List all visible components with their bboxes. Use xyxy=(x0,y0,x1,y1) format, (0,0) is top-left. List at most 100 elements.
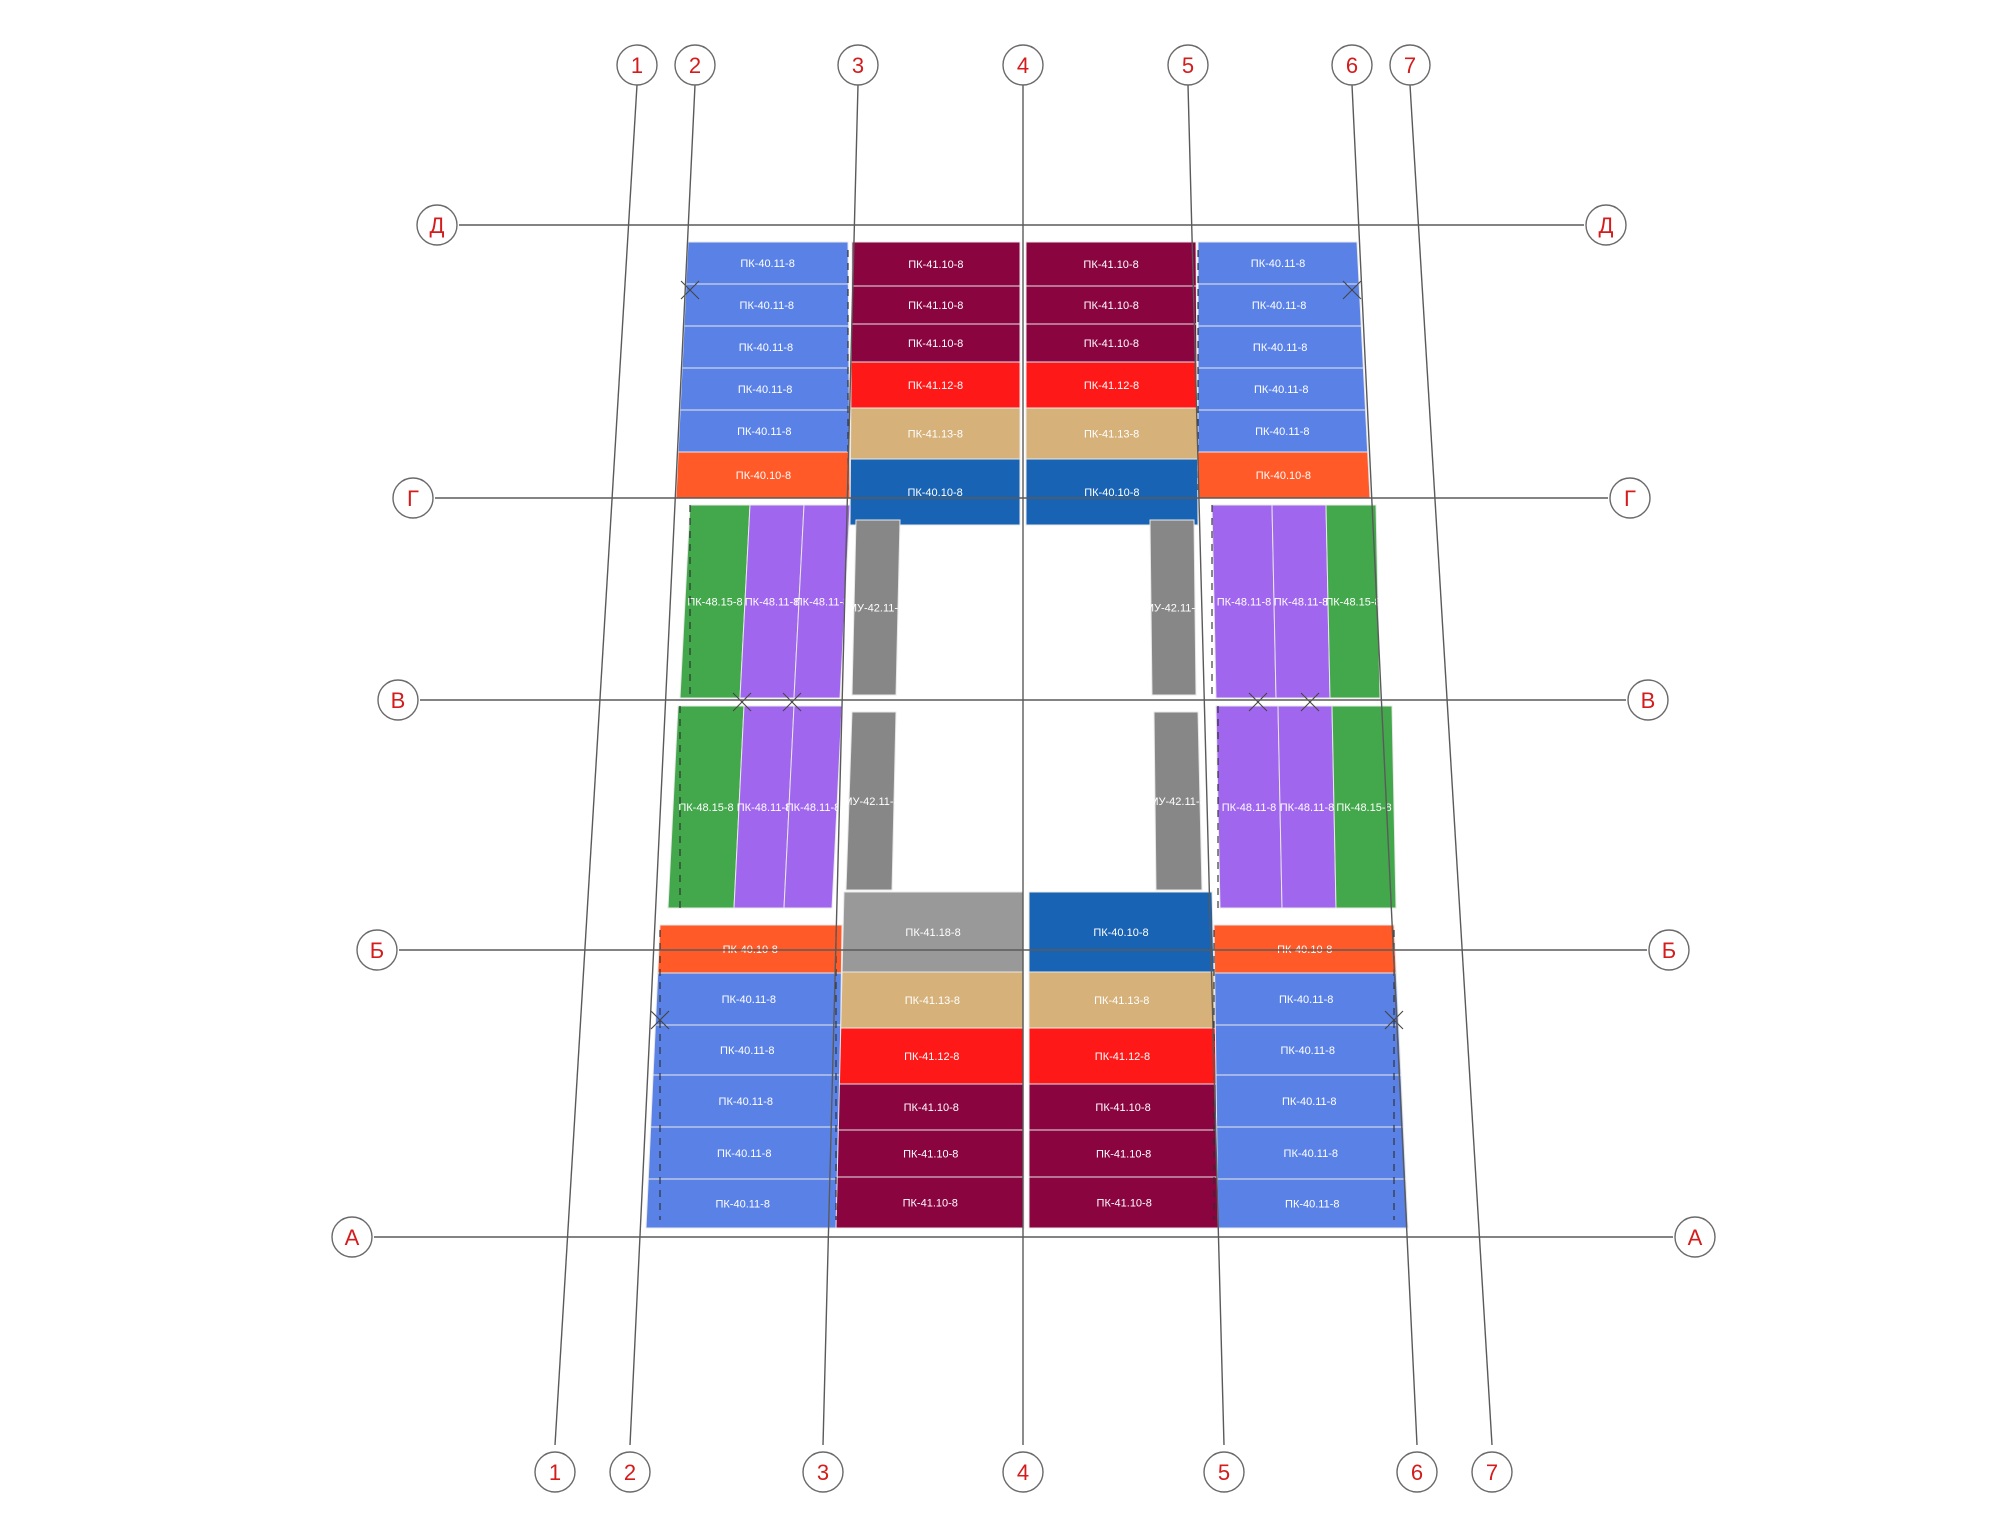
axis-bubble xyxy=(1471,1451,1513,1493)
slab-label: ПК-41.10-8 xyxy=(908,300,963,312)
slab-label: ПК-41.13-8 xyxy=(1094,995,1149,1007)
slab-label: ПК-48.11-8 xyxy=(1280,802,1334,814)
slab-label: ПК-41.10-8 xyxy=(1096,1149,1151,1161)
axis-label: Д xyxy=(430,213,445,238)
axis-label: 6 xyxy=(1346,53,1358,78)
slab-label: ПК-40.11-8 xyxy=(1253,342,1307,354)
slab-label: ПК-40.11-8 xyxy=(1255,426,1309,438)
axis-label: 2 xyxy=(689,53,701,78)
axis-bubble xyxy=(377,679,419,721)
axis-bubble xyxy=(609,1451,651,1493)
axis-label: А xyxy=(1688,1225,1703,1250)
axis-bubble xyxy=(356,929,398,971)
axis-bubble xyxy=(616,44,658,86)
slab-label: ПК-40.11-8 xyxy=(720,1045,774,1057)
slab-label: ПК-40.10-8 xyxy=(1093,927,1148,939)
slab-label: ПК-40.11-8 xyxy=(1282,1096,1336,1108)
beam-label: МУ-42.11-8 xyxy=(1145,603,1201,615)
slab-label: ПК-40.11-8 xyxy=(1252,300,1306,312)
slab-label: ПК-40.10-8 xyxy=(1256,470,1311,482)
axis-label: 5 xyxy=(1218,1460,1230,1485)
axis-label: 6 xyxy=(1411,1460,1423,1485)
slab-label: ПК-48.11-8 xyxy=(795,597,849,609)
slab-label: ПК-41.10-8 xyxy=(1097,1198,1152,1210)
beam-label: МУ-42.11-8 xyxy=(843,796,899,808)
cross-mark xyxy=(680,280,700,300)
axis-label: Г xyxy=(407,486,419,511)
beam-label: МУ-42.11-8 xyxy=(1149,796,1205,808)
axis-label: В xyxy=(1641,688,1656,713)
slab-label: ПК-41.18-8 xyxy=(905,927,960,939)
slab-panel xyxy=(1025,458,1199,526)
slab-label: ПК-41.10-8 xyxy=(903,1149,958,1161)
axis-label: 7 xyxy=(1404,53,1416,78)
axis-bubble xyxy=(392,477,434,519)
cross-mark xyxy=(1342,280,1362,300)
axis-bubble xyxy=(1627,679,1669,721)
slab-label: ПК-40.11-8 xyxy=(1280,1045,1334,1057)
axis-bubble xyxy=(837,44,879,86)
slab-layer: ПК-40.11-8ПК-40.11-8ПК-40.11-8ПК-40.11-8… xyxy=(645,241,1409,1229)
cross-mark xyxy=(732,692,752,712)
grid-axis-vertical xyxy=(629,84,696,1446)
axis-bubble xyxy=(1002,1451,1044,1493)
axis-bubble xyxy=(1674,1216,1716,1258)
grid-axis-vertical xyxy=(822,84,859,1446)
cross-mark xyxy=(782,692,802,712)
cross-mark xyxy=(1300,692,1320,712)
slab-label: ПК-40.11-8 xyxy=(717,1148,771,1160)
slab-label: ПК-41.13-8 xyxy=(908,429,963,441)
slab-label: ПК-48.11-8 xyxy=(1217,597,1271,609)
slab-label: ПК-41.10-8 xyxy=(1083,259,1138,271)
axis-bubble xyxy=(1389,44,1431,86)
grid-axis-vertical xyxy=(554,84,638,1446)
axis-label: 4 xyxy=(1017,53,1029,78)
slab-label: ПК-40.11-8 xyxy=(722,994,776,1006)
slab-label: ПК-40.11-8 xyxy=(737,426,791,438)
slab-label: ПК-48.11-8 xyxy=(1274,597,1328,609)
slab-label: ПК-41.10-8 xyxy=(1095,1102,1150,1114)
slab-label: ПК-48.11-8 xyxy=(786,802,840,814)
beam-panel xyxy=(845,711,897,891)
beam-panel xyxy=(1149,519,1197,696)
axis-label: 7 xyxy=(1486,1460,1498,1485)
slab-label: ПК-40.10-8 xyxy=(1084,487,1139,499)
axis-label: 1 xyxy=(549,1460,561,1485)
slab-label: ПК-40.10-8 xyxy=(736,470,791,482)
slab-label: ПК-41.12-8 xyxy=(904,1051,959,1063)
axis-bubble xyxy=(1167,44,1209,86)
slab-label: ПК-40.11-8 xyxy=(740,258,794,270)
slab-label: ПК-48.11-8 xyxy=(1222,802,1276,814)
axis-bubble xyxy=(416,204,458,246)
slab-label: ПК-40.11-8 xyxy=(1285,1199,1339,1211)
slab-label: ПК-40.11-8 xyxy=(739,342,793,354)
axis-bubble xyxy=(674,44,716,86)
axis-label: Д xyxy=(1599,213,1614,238)
slab-panel xyxy=(1325,504,1381,699)
slab-label: ПК-40.11-8 xyxy=(1254,384,1308,396)
axis-bubble xyxy=(1203,1451,1245,1493)
axis-label: 5 xyxy=(1182,53,1194,78)
axis-label: 2 xyxy=(624,1460,636,1485)
axis-bubble xyxy=(534,1451,576,1493)
axis-label: А xyxy=(345,1225,360,1250)
slab-label: ПК-41.13-8 xyxy=(1084,429,1139,441)
axis-label: 4 xyxy=(1017,1460,1029,1485)
cross-mark xyxy=(1384,1010,1404,1030)
slab-label: ПК-48.15-8 xyxy=(687,597,742,609)
slab-label: ПК-48.15-8 xyxy=(678,802,733,814)
slab-label: ПК-40.11-8 xyxy=(1279,994,1333,1006)
slab-label: ПК-40.11-8 xyxy=(738,384,792,396)
grid-axis-vertical xyxy=(1351,84,1418,1446)
axis-label: Б xyxy=(370,938,384,963)
axis-label: В xyxy=(391,688,406,713)
grid-axis-vertical xyxy=(1409,84,1493,1446)
axis-bubble xyxy=(1585,204,1627,246)
slab-label: ПК-41.12-8 xyxy=(1095,1051,1150,1063)
slab-label: ПК-41.12-8 xyxy=(1084,380,1139,392)
slab-label: ПК-41.12-8 xyxy=(908,380,963,392)
cross-mark xyxy=(1248,692,1268,712)
slab-label: ПК-48.11-8 xyxy=(745,597,799,609)
